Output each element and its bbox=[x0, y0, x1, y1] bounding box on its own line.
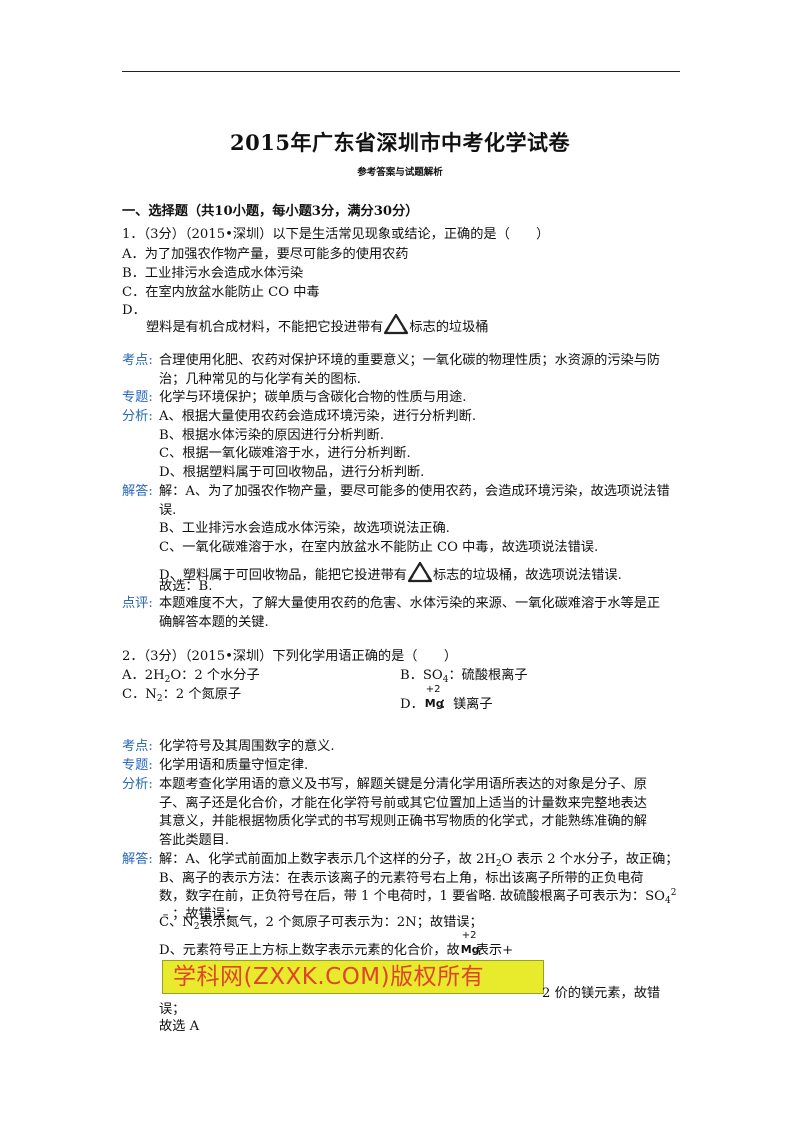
q2-jieda-d-line2: 2 价的镁元素，故错 bbox=[542, 986, 661, 1001]
q2-option-a-post: O：2 个水分子 bbox=[170, 668, 260, 683]
header-rule bbox=[122, 71, 680, 72]
q1-stem: 1．（3分）（2015•深圳）以下是生活常见现象或结论，正确的是（ ） bbox=[122, 227, 550, 242]
q2-fenxi-line1: 本题考查化学用语的意义及书写，解题关键是分清化学用语所表达的对象是分子、原 bbox=[159, 777, 647, 792]
section-heading: 一、选择题（共10小题，每小题3分，满分30分） bbox=[122, 204, 419, 219]
q1-fenxi-label: 分析: bbox=[122, 409, 153, 424]
q2-jieda-a-sub: 2 bbox=[495, 859, 502, 869]
q2-jieda-b-line2-sup: 2 bbox=[670, 888, 677, 898]
page-title: 2015年广东省深圳市中考化学试卷 bbox=[230, 130, 570, 155]
q2-option-c-pre: C．N bbox=[122, 687, 157, 702]
q2-jieda-a: 解：A、化学式前面加上数字表示几个这样的分子，故 2H2O 表示 2 个水分子，… bbox=[159, 851, 679, 869]
q1-option-a: A．为了加强农作物产量，要尽可能多的使用农药 bbox=[122, 247, 409, 262]
q1-dianping-label: 点评: bbox=[122, 596, 153, 611]
q1-option-d-text-after: 标志的垃圾桶 bbox=[409, 320, 489, 335]
valence-element: Mg bbox=[424, 697, 444, 710]
valence-element: Mg bbox=[460, 943, 480, 956]
q1-option-d-text-before: 塑料是有机合成材料，不能把它投进带有 bbox=[146, 320, 384, 335]
q1-jieda-choice: 故选：B. bbox=[159, 579, 213, 594]
q1-jieda-d-text-after: 标志的垃圾桶，故选项说法错误. bbox=[432, 568, 622, 583]
recycle-icon bbox=[384, 313, 409, 335]
q2-jieda-choice: 故选 A bbox=[159, 1019, 200, 1034]
q1-jieda-b: B、工业排污水会造成水体污染，故选项说法正确. bbox=[159, 521, 450, 536]
q1-fenxi-d: D、根据塑料属于可回收物品，进行分析判断. bbox=[159, 465, 425, 480]
q2-kaodian: 化学符号及其周围数字的意义. bbox=[159, 739, 335, 754]
q2-jieda-d-pre: D、元素符号正上方标上数字表示元素的化合价，故 bbox=[159, 943, 460, 958]
q2-option-b-pre: B．SO bbox=[400, 668, 443, 683]
q1-jieda-label: 解答: bbox=[122, 484, 153, 499]
q2-jieda-a-pre: 解：A、化学式前面加上数字表示几个这样的分子，故 2H bbox=[159, 852, 496, 867]
q2-stem: 2．（3分）（2015•深圳）下列化学用语正确的是（ ） bbox=[122, 649, 458, 664]
q2-jieda-c-pre: C、N bbox=[159, 915, 194, 930]
q2-jieda-c-sub: 2 bbox=[193, 922, 200, 932]
q1-jieda-a-line2: 误. bbox=[159, 503, 177, 518]
q2-jieda-b-line3: ﹣；故错误； bbox=[159, 907, 239, 922]
q1-jieda-a-line1: 解：A、为了加强农作物产量，要尽可能多的使用农药，会造成环境污染，故选项说法错 bbox=[159, 484, 670, 499]
q2-zhuanti: 化学用语和质量守恒定律. bbox=[159, 758, 309, 773]
q2-jieda-b-line2: 数，数字在前，正负符号在后，带 1 个电荷时，1 要省略. 故硫酸根离子可表示为… bbox=[159, 888, 676, 906]
q2-option-c: C．N2：2 个氮原子 bbox=[122, 686, 241, 704]
watermark-text: 学科网(ZXXK.COM)版权所有 bbox=[173, 964, 485, 990]
q1-kaodian-line2: 治；几种常见的与化学有关的图标. bbox=[159, 372, 362, 387]
valence-top: +2 bbox=[425, 684, 441, 695]
q2-jieda-c-post: 表示氮气，2 个氮原子可表示为：2N；故错误； bbox=[199, 915, 483, 930]
q1-kaodian-line1: 合理使用化肥、农药对保护环境的重要意义；一氧化碳的物理性质；水资源的污染与防 bbox=[159, 353, 661, 368]
q2-option-b: B．SO4：硫酸根离子 bbox=[400, 667, 528, 685]
q1-jieda-d: D、塑料属于可回收物品，能把它投进带有 标志的垃圾桶，故选项说法错误. bbox=[159, 561, 622, 585]
q2-jieda-b-line1: B、离子的表示方法：在表示该离子的元素符号右上角，标出该离子所带的正负电荷 bbox=[159, 871, 644, 886]
q2-fenxi-label: 分析: bbox=[122, 777, 153, 792]
q1-zhuanti-label: 专题: bbox=[122, 390, 153, 405]
q2-fenxi-line2: 子、离子还是化合价，才能在化学符号前或其它位置加上适当的计量数来完整地表达 bbox=[159, 796, 647, 811]
q1-option-b: B．工业排污水会造成水体污染 bbox=[122, 266, 304, 281]
q1-option-c: C．在室内放盆水能防止 CO 中毒 bbox=[122, 285, 320, 300]
q2-option-d-post: ：镁离子 bbox=[439, 697, 493, 712]
q2-jieda-a-post: O 表示 2 个水分子，故正确； bbox=[501, 852, 679, 867]
q1-zhuanti: 化学与环境保护；碳单质与含碳化合物的性质与用途. bbox=[159, 390, 467, 405]
q2-option-c-post: ：2 个氮原子 bbox=[162, 687, 242, 702]
q2-jieda-label: 解答: bbox=[122, 852, 153, 867]
q2-jieda-d-post: 表示+ bbox=[475, 943, 514, 958]
q1-fenxi-c: C、根据一氧化碳难溶于水，进行分析判断. bbox=[159, 446, 411, 461]
q1-option-d-label: D． bbox=[122, 303, 146, 318]
recycle-icon bbox=[407, 561, 433, 583]
q2-option-d-label: D． bbox=[400, 697, 424, 712]
q2-jieda-b-line2-sub: 4 bbox=[664, 896, 671, 906]
page-subtitle: 参考答案与试题解析 bbox=[357, 167, 443, 178]
q2-option-a-sub: 2 bbox=[164, 675, 171, 685]
q2-option-c-sub: 2 bbox=[156, 694, 163, 704]
q1-option-d: 塑料是有机合成材料，不能把它投进带有 标志的垃圾桶 bbox=[146, 313, 489, 337]
q1-dianping-line1: 本题难度不大，了解大量使用农药的危害、水体污染的来源、一氧化碳难溶于水等是正 bbox=[159, 596, 661, 611]
q2-zhuanti-label: 专题: bbox=[122, 758, 153, 773]
q2-fenxi-line3: 其意义，并能根据物质化学式的书写规则正确书写物质的化学式，才能熟练准确的解 bbox=[159, 814, 647, 829]
watermark-banner: 学科网(ZXXK.COM)版权所有 bbox=[162, 960, 544, 994]
q2-option-b-post: ：硫酸根离子 bbox=[448, 668, 528, 683]
q1-kaodian-label: 考点: bbox=[122, 353, 153, 368]
q2-option-a: A．2H2O：2 个水分子 bbox=[122, 667, 260, 685]
q2-jieda-d-line3: 误； bbox=[159, 1002, 186, 1017]
q2-option-a-pre: A．2H bbox=[122, 668, 165, 683]
q2-option-b-sub: 4 bbox=[442, 675, 449, 685]
q2-fenxi-line4: 答此类题目. bbox=[159, 833, 230, 848]
q2-kaodian-label: 考点: bbox=[122, 739, 153, 754]
q2-jieda-b-line2-pre: 数，数字在前，正负符号在后，带 1 个电荷时，1 要省略. 故硫酸根离子可表示为… bbox=[159, 889, 665, 904]
q1-dianping-line2: 确解答本题的关键. bbox=[159, 615, 269, 630]
q1-jieda-c: C、一氧化碳难溶于水，在室内放盆水不能防止 CO 中毒，故选项说法错误. bbox=[159, 540, 599, 555]
q2-jieda-c: C、N2表示氮气，2 个氮原子可表示为：2N；故错误； bbox=[159, 914, 483, 932]
q1-jieda-d-text-before: D、塑料属于可回收物品，能把它投进带有 bbox=[159, 568, 407, 583]
q1-fenxi-a: A、根据大量使用农药会造成环境污染，进行分析判断. bbox=[159, 409, 477, 424]
q1-fenxi-b: B、根据水体污染的原因进行分析判断. bbox=[159, 428, 384, 443]
valence-top: +2 bbox=[461, 930, 477, 941]
